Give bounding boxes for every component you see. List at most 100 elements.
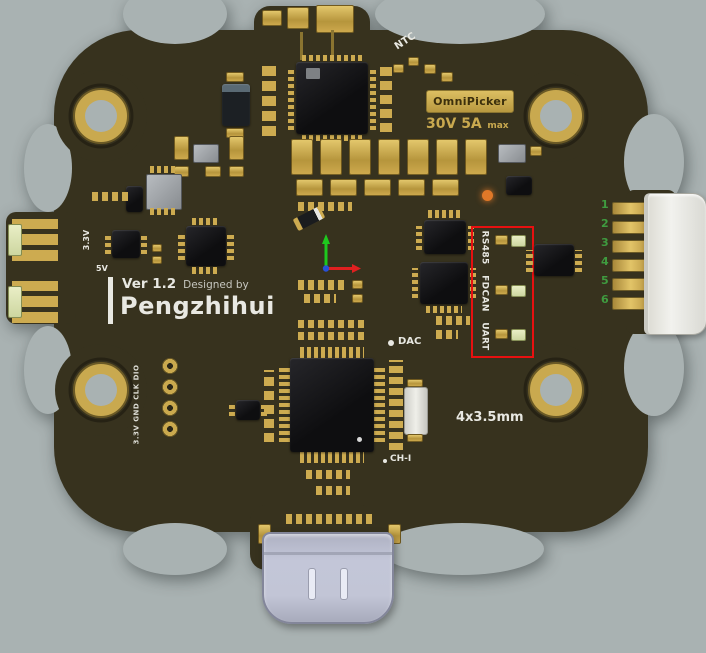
ic-pins: [575, 250, 582, 272]
ic-pins: [192, 218, 220, 225]
capacitor: [296, 179, 323, 196]
ic-pins: [416, 226, 422, 250]
mounting-hole: [68, 83, 134, 149]
solder-pad: [424, 64, 436, 74]
designed-by-label: Designed by: [183, 279, 249, 291]
rail-5v-label: 5V: [96, 264, 108, 273]
solder-pad: [407, 379, 423, 387]
capacitor: [364, 179, 391, 196]
pad-row: [298, 320, 364, 328]
channel-label: CH-I: [390, 454, 412, 464]
omnipicker-badge: OmniPicker: [426, 90, 514, 113]
solder-pad: [441, 72, 453, 82]
solder-pad: [316, 5, 354, 33]
capacitor: [398, 179, 425, 196]
pin-number: 6: [601, 293, 609, 306]
ldo-5v-chip: [112, 230, 140, 258]
ic-pins: [302, 55, 362, 61]
title-bar: [108, 277, 113, 324]
usb-shell-seam: [264, 552, 392, 555]
ic-pins: [426, 306, 462, 313]
solder-pad: [511, 285, 526, 297]
mounting-hole: [523, 83, 589, 149]
author-label: Pengzhihui: [120, 292, 275, 320]
ic-pins: [470, 268, 476, 298]
solder-pad: [287, 7, 309, 29]
solder-pad: [530, 146, 542, 156]
usb-c-connector: [262, 532, 394, 624]
connector-pin: [612, 240, 646, 253]
capacitor: [378, 139, 400, 175]
solder-pad: [205, 166, 221, 177]
rail-3v3-label: 3.3V: [82, 229, 91, 251]
capacitor: [432, 179, 459, 196]
pad-column: [264, 370, 274, 442]
solder-pad: [174, 136, 189, 160]
pad-row: [436, 316, 470, 325]
through-hole-pad: [162, 379, 178, 395]
trace: [331, 30, 334, 60]
debug-header-label: 3.3V GND CLK DIO: [132, 364, 141, 445]
mounting-hole: [523, 357, 589, 423]
connector-pin: [612, 202, 646, 215]
pin-number: 5: [601, 274, 609, 287]
connector-pin: [612, 297, 646, 310]
solder-pad: [495, 235, 508, 245]
pad-row: [298, 332, 364, 340]
resistor: [193, 144, 219, 163]
status-led: [482, 190, 493, 201]
rating-max: max: [487, 121, 509, 131]
sot23-transistor: [126, 186, 143, 212]
pad-row: [286, 514, 376, 524]
pin-number: 2: [601, 217, 609, 230]
mcu-chip: [290, 358, 374, 452]
version-line: Ver 1.2 Designed by: [122, 276, 249, 292]
pad-row: [92, 192, 128, 201]
rating-label: 30V 5A max: [426, 113, 509, 132]
solder-pad: [352, 294, 363, 303]
qfn-ic-chip: [424, 220, 466, 254]
through-hole-pad: [162, 421, 178, 437]
can-transceiver-chip: [186, 226, 226, 266]
ic-pins: [150, 208, 176, 215]
edge-pad-bright: [8, 286, 22, 318]
pad-row: [298, 202, 352, 211]
mcu-pins: [300, 347, 364, 358]
capacitor: [320, 139, 342, 175]
solder-pad: [229, 136, 244, 160]
ntc-label: NTC: [392, 30, 418, 53]
mount-note-label: 4x3.5mm: [456, 410, 524, 425]
through-hole-pad: [162, 400, 178, 416]
connector-pin: [612, 278, 646, 291]
dac-dot: [388, 340, 394, 346]
capacitor: [465, 139, 487, 175]
solder-pad: [262, 10, 282, 26]
mounting-hole: [68, 357, 134, 423]
ic-pins: [227, 232, 234, 260]
mcu-pins: [300, 452, 364, 463]
pad-row: [436, 330, 458, 339]
capacitor: [349, 139, 371, 175]
small-ic-chip: [506, 176, 532, 195]
pin-number: 4: [601, 255, 609, 268]
pad-column: [389, 360, 403, 450]
solder-pad: [495, 329, 508, 339]
capacitor: [291, 139, 313, 175]
pin-number: 1: [601, 198, 609, 211]
electrolytic-cap: [222, 84, 250, 126]
usb-slot: [340, 568, 348, 600]
solder-pad: [352, 280, 363, 289]
ic-pins: [150, 166, 176, 173]
through-hole-pad: [162, 358, 178, 374]
resistor: [498, 144, 526, 163]
solder-pad: [152, 256, 162, 264]
solder-pad: [393, 64, 404, 73]
rating-value: 30V 5A: [426, 116, 482, 132]
solder-pad: [407, 434, 423, 442]
trace: [300, 32, 303, 60]
connector-pin: [612, 221, 646, 234]
ic-pins: [141, 234, 147, 254]
pin-number: 3: [601, 236, 609, 249]
pad-row: [298, 280, 344, 290]
solder-pad: [511, 329, 526, 341]
